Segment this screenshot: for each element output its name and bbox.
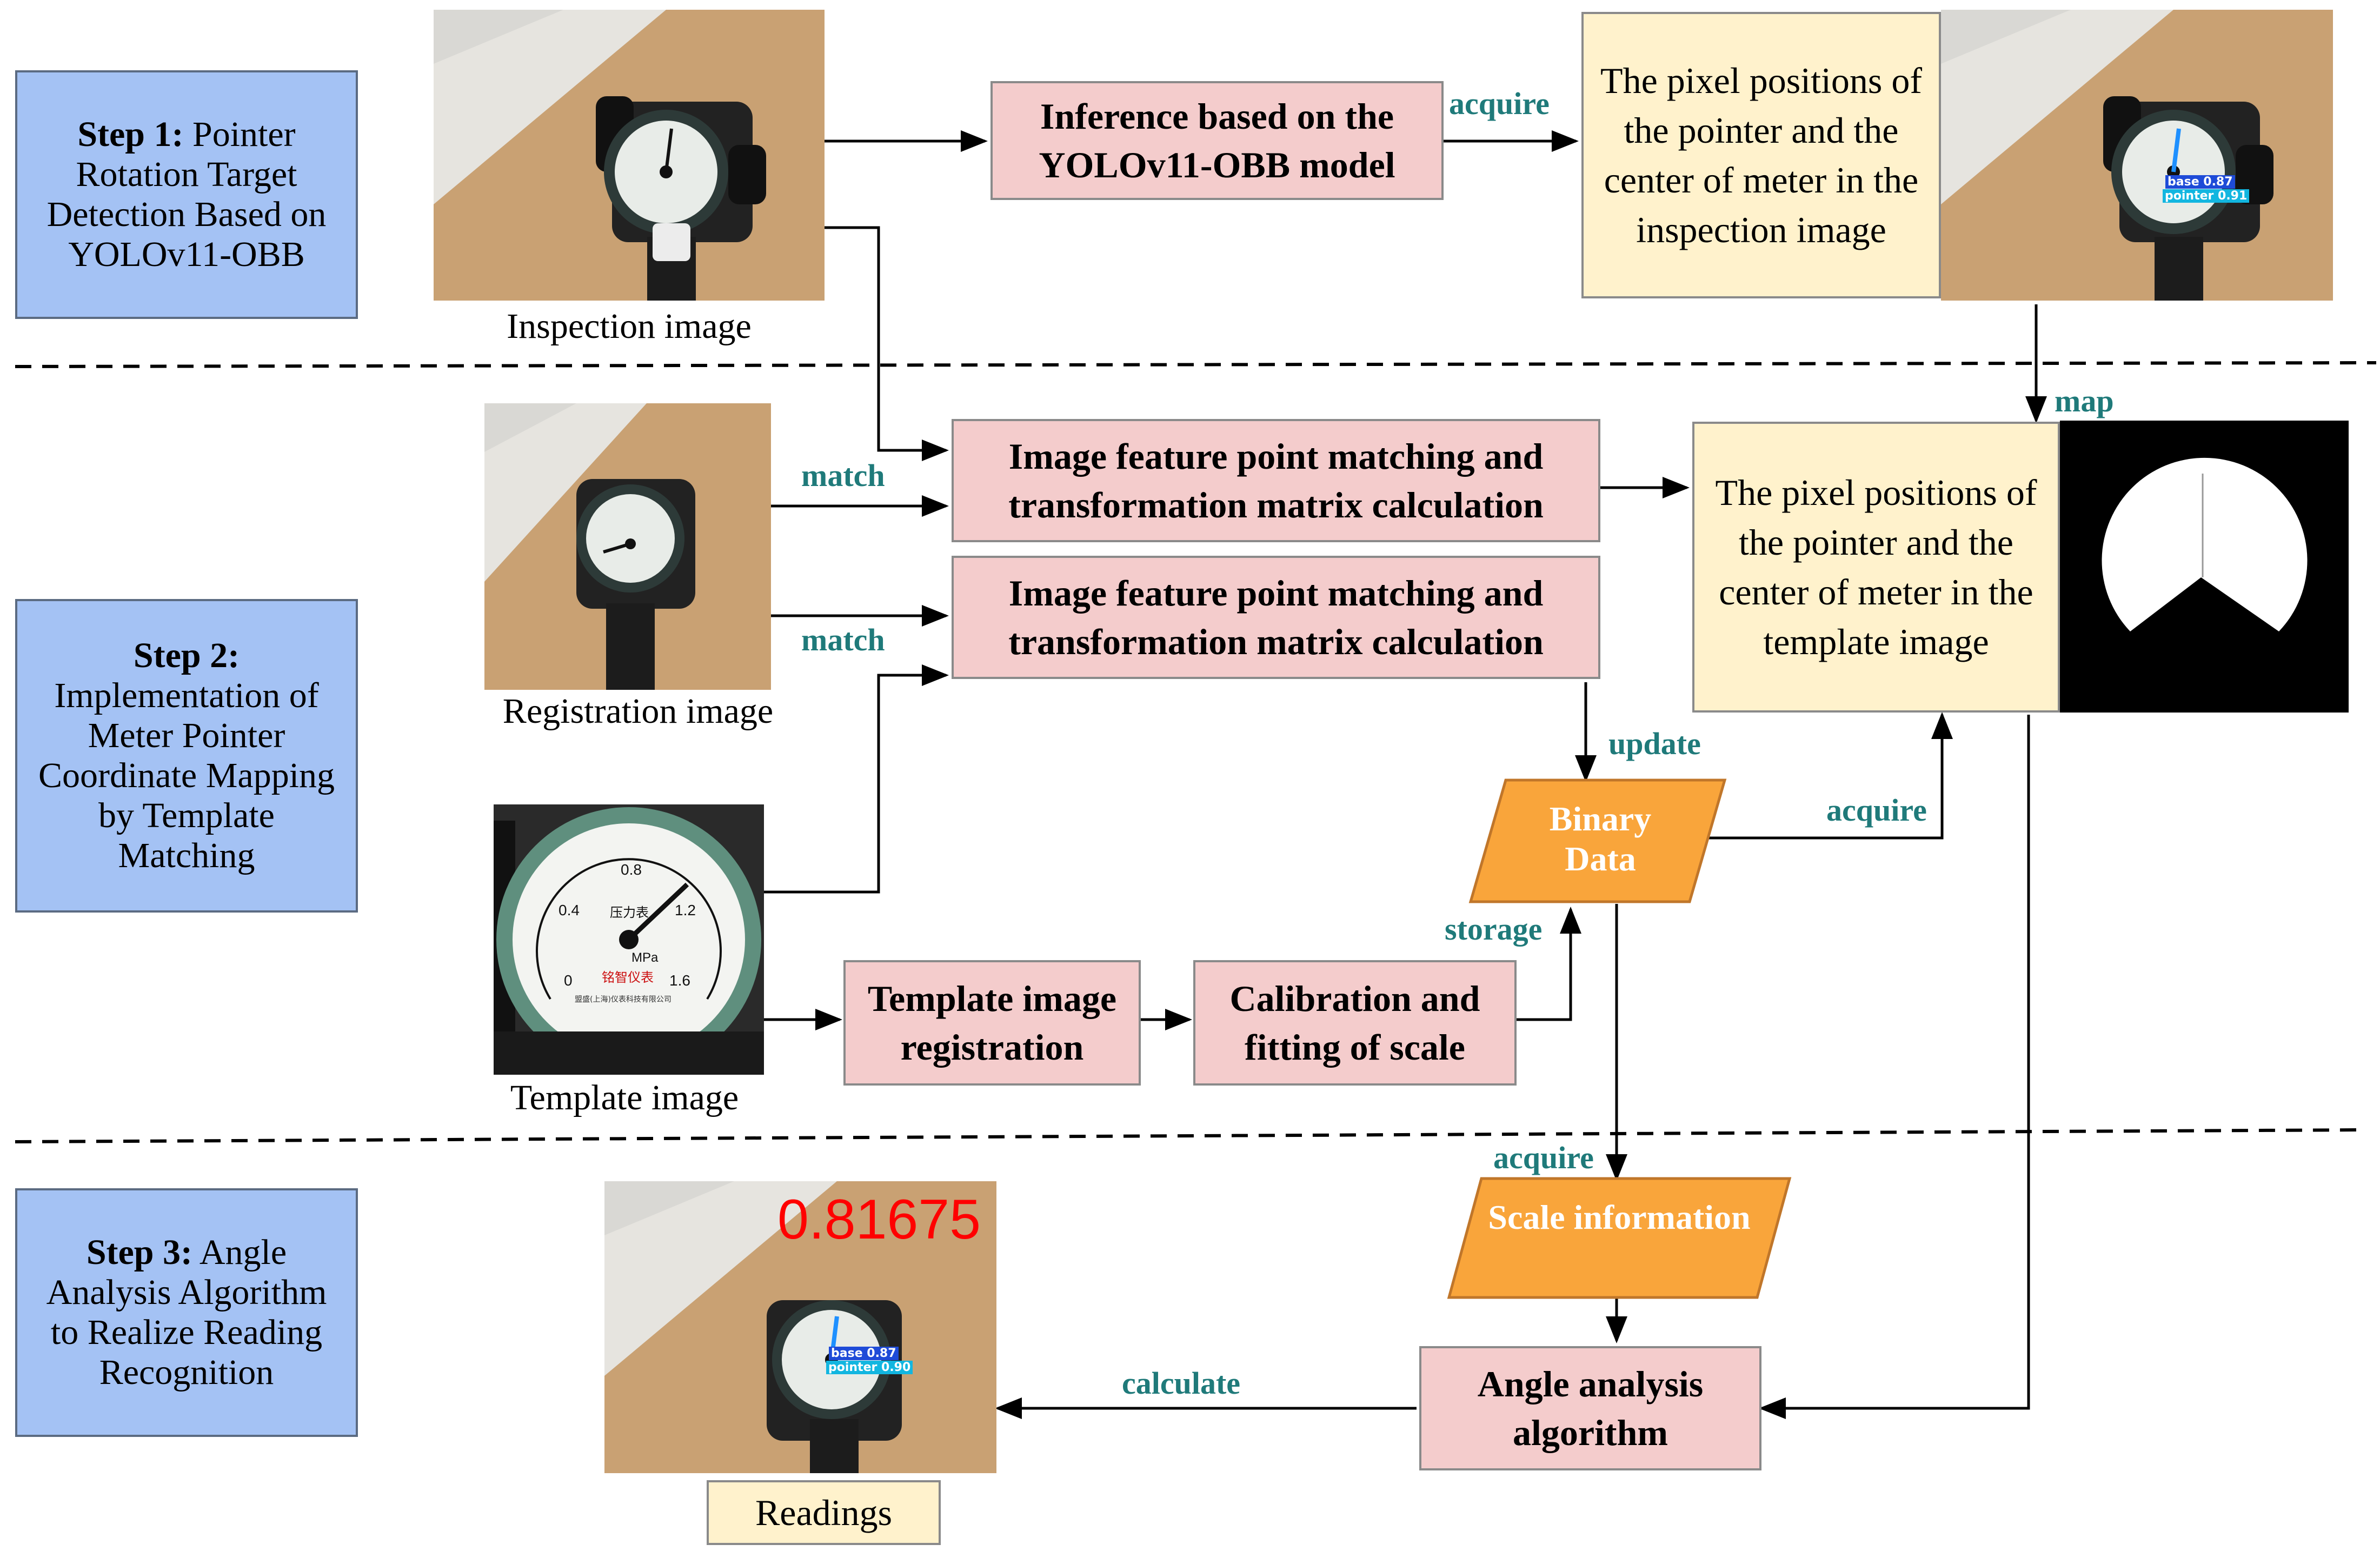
arrow-binary-to-pixel-template	[1708, 712, 1953, 840]
step-1-text: Pointer Rotation Target Detection Based …	[46, 115, 327, 274]
step-3-box: Step 3: Angle Analysis Algorithm to Real…	[15, 1188, 358, 1437]
pixel-inspection-box: The pixel positions of the pointer and t…	[1581, 12, 1941, 298]
inspection-caption: Inspection image	[507, 307, 752, 346]
step-1-title: Step 1:	[77, 115, 184, 154]
readings-box: Readings	[707, 1480, 941, 1545]
angle-analysis-text: Angle analysis algorithm	[1477, 1363, 1704, 1453]
readings-text: Readings	[755, 1492, 893, 1533]
matching-text-2: Image feature point matching and transfo…	[1008, 573, 1544, 662]
step-2-box: Step 2: Implementation of Meter Pointer …	[15, 599, 358, 913]
readings-photo-graphic	[604, 1181, 996, 1473]
inspection-photo-graphic	[434, 10, 825, 301]
label-match-b: match	[801, 622, 885, 657]
inference-box: Inference based on the YOLOv11-OBB model	[990, 81, 1444, 200]
label-map: map	[2055, 383, 2114, 418]
binary-data-shape	[1468, 778, 1727, 903]
step-2-title: Step 2:	[133, 636, 240, 675]
calibration-box: Calibration and fitting of scale	[1193, 960, 1517, 1086]
gauge-name: 压力表	[610, 905, 649, 920]
registration-photo-graphic	[484, 403, 771, 690]
detection-pointer-low: pointer 0.90	[826, 1361, 913, 1374]
label-storage: storage	[1445, 911, 1543, 947]
pixel-inspection-text: The pixel positions of the pointer and t…	[1600, 60, 1922, 250]
pixel-template-box: The pixel positions of the pointer and t…	[1692, 422, 2060, 713]
gauge-tick-08: 0.8	[621, 861, 642, 878]
label-acquire-low: acquire	[1493, 1140, 1594, 1175]
label-update: update	[1608, 726, 1701, 761]
gauge-tick-0: 0	[564, 972, 573, 989]
arrow-storage	[1517, 907, 1581, 1021]
detection-pointer-top: pointer 0.91	[2163, 189, 2250, 203]
scale-info-shape	[1447, 1177, 1792, 1299]
step-3-title: Step 3:	[86, 1233, 192, 1272]
label-acquire-mid: acquire	[1826, 793, 1927, 828]
label-acquire-top: acquire	[1449, 86, 1550, 121]
template-registration-text: Template image registration	[867, 978, 1117, 1068]
matching-box-1: Image feature point matching and transfo…	[952, 419, 1600, 542]
inference-text: Inference based on the YOLOv11-OBB model	[1039, 96, 1395, 185]
template-registration-box: Template image registration	[843, 960, 1141, 1086]
template-caption: Template image	[510, 1078, 739, 1117]
arrow-inspection-to-match1	[825, 226, 949, 461]
separator-2	[15, 1128, 2363, 1143]
gauge-tick-12: 1.2	[675, 902, 696, 918]
detection-base-low: base 0.87	[829, 1347, 899, 1360]
label-calculate: calculate	[1122, 1366, 1241, 1401]
step-1-box: Step 1: Pointer Rotation Target Detectio…	[15, 70, 358, 319]
step-2-text: Implementation of Meter Pointer Coordina…	[38, 676, 335, 875]
inspection-result-image: base 0.87 pointer 0.91	[1941, 10, 2333, 301]
binary-data-text: Binary Data	[1549, 800, 1652, 878]
inspection-result-graphic	[1941, 10, 2333, 301]
gauge-tick-04: 0.4	[559, 902, 580, 918]
detection-base-top: base 0.87	[2165, 175, 2235, 189]
step-3-text: Angle Analysis Algorithm to Realize Read…	[46, 1233, 327, 1392]
inspection-image	[434, 10, 825, 301]
arrow-pixel-template-to-angle	[1759, 715, 2030, 1419]
template-image: 0 0.4 0.8 1.2 1.6 压力表 MPa 铭智仪表 盟盛(上海)仪表科…	[494, 804, 764, 1075]
binary-mask-image	[2060, 421, 2349, 713]
calibration-text: Calibration and fitting of scale	[1229, 978, 1480, 1068]
template-gauge-graphic	[494, 804, 764, 1075]
gauge-maker: 盟盛(上海)仪表科技有限公司	[575, 995, 672, 1004]
arrow-template-to-match2	[764, 664, 949, 894]
gauge-unit: MPa	[631, 950, 659, 965]
binary-mask-graphic	[2102, 457, 2308, 631]
angle-analysis-box: Angle analysis algorithm	[1419, 1346, 1761, 1470]
matching-box-2: Image feature point matching and transfo…	[952, 556, 1600, 679]
readings-image: 0.81675 base 0.87 pointer 0.90	[604, 1181, 996, 1473]
registration-caption: Registration image	[502, 691, 774, 731]
gauge-brand: 铭智仪表	[602, 970, 654, 985]
reading-value: 0.81675	[777, 1188, 981, 1251]
registration-image	[484, 403, 771, 690]
pixel-template-text: The pixel positions of the pointer and t…	[1715, 472, 2037, 662]
gauge-tick-16: 1.6	[669, 972, 690, 989]
matching-text-1: Image feature point matching and transfo…	[1008, 436, 1544, 525]
label-match-a: match	[801, 458, 885, 493]
separator-1	[15, 361, 2377, 368]
scale-info-text: Scale information	[1488, 1198, 1751, 1236]
